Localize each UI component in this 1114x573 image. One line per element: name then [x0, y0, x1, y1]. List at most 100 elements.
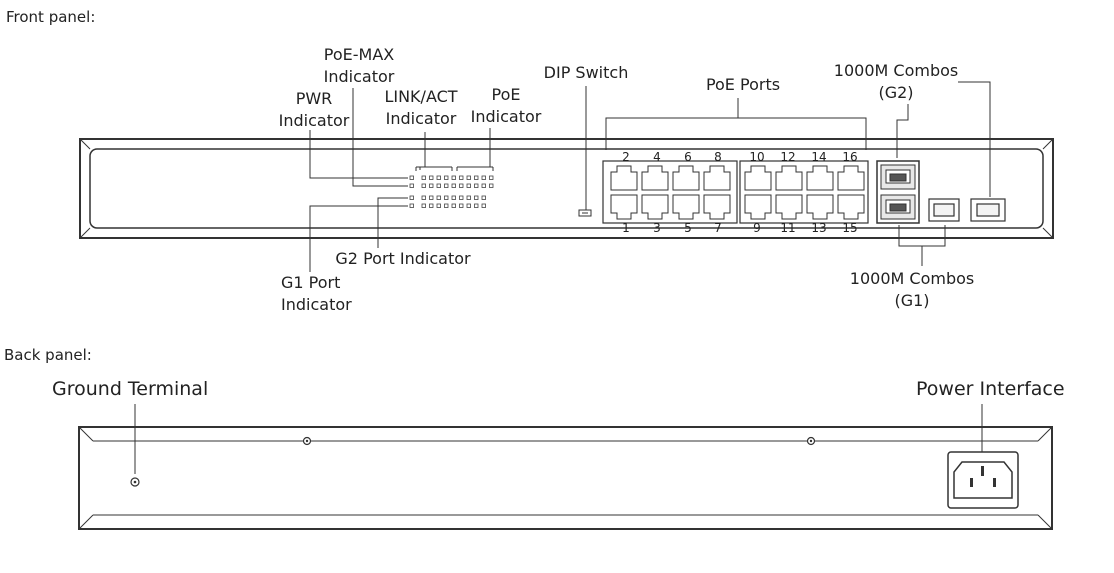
port-number-bottom: 5 — [684, 221, 692, 235]
port-number-top: 10 — [749, 150, 764, 164]
poe-max-line1: PoE-MAX — [323, 45, 395, 64]
power-socket-icon — [953, 461, 1013, 499]
led-indicator — [466, 175, 471, 180]
combos-g2-label: 1000M Combos (G2) — [826, 60, 966, 104]
led-indicator — [459, 203, 464, 208]
sfp-ports — [928, 198, 1006, 222]
led-indicator — [409, 195, 414, 200]
led-indicator — [436, 175, 441, 180]
g2-port-indicator-label: G2 Port Indicator — [335, 249, 471, 268]
poe-max-line2: Indicator — [323, 67, 395, 86]
led-indicator — [436, 203, 441, 208]
led-indicator — [481, 175, 486, 180]
led-indicator — [429, 203, 434, 208]
rj45-ports — [610, 165, 865, 220]
g1-port-line2: Indicator — [281, 295, 352, 314]
led-indicator — [429, 195, 434, 200]
port-number-top: 6 — [684, 150, 692, 164]
combos-g1-line1: 1000M Combos — [849, 269, 975, 288]
rj45-port — [775, 194, 803, 220]
led-indicator — [429, 175, 434, 180]
led-indicator — [436, 195, 441, 200]
back-panel-outer — [78, 426, 1053, 530]
front-callout-lines — [309, 81, 991, 272]
led-indicator — [436, 183, 441, 188]
combos-g1-label: 1000M Combos (G1) — [842, 268, 982, 312]
rj45-port — [806, 165, 834, 191]
port-number-bottom: 7 — [714, 221, 722, 235]
combos-g2-line1: 1000M Combos — [833, 61, 959, 80]
led-indicator — [481, 183, 486, 188]
rj45-port — [641, 165, 669, 191]
led-indicator — [481, 195, 486, 200]
poe-port-block — [602, 160, 869, 224]
power-interface-label: Power Interface — [916, 378, 1065, 400]
poe-line1: PoE — [491, 85, 521, 104]
port-number-bottom: 9 — [753, 221, 761, 235]
led-indicator — [489, 183, 494, 188]
pwr-line2: Indicator — [278, 111, 350, 130]
led-indicator — [474, 203, 479, 208]
rj45-port — [837, 165, 865, 191]
back-panel-heading: Back panel: — [4, 346, 92, 364]
led-indicator — [489, 175, 494, 180]
led-indicator — [421, 183, 426, 188]
rj45-port — [744, 194, 772, 220]
link-act-line2: Indicator — [385, 109, 457, 128]
rj45-port — [806, 194, 834, 220]
led-indicator — [474, 183, 479, 188]
poe-line2: Indicator — [470, 107, 542, 126]
port-number-top: 12 — [780, 150, 795, 164]
led-indicator — [474, 195, 479, 200]
port-number-top: 4 — [653, 150, 661, 164]
rj45-port — [610, 194, 638, 220]
led-indicator — [451, 175, 456, 180]
dip-switch-label: DIP Switch — [543, 63, 629, 82]
led-indicator — [459, 183, 464, 188]
port-number-top: 14 — [811, 150, 826, 164]
combo-rj45-ports — [876, 160, 920, 224]
led-indicator — [444, 203, 449, 208]
rj45-port — [641, 194, 669, 220]
rj45-port — [672, 194, 700, 220]
port-number-bottom: 11 — [780, 221, 795, 235]
led-indicator — [409, 183, 414, 188]
ground-terminal-label: Ground Terminal — [52, 378, 209, 400]
front-panel-inner — [89, 148, 1044, 229]
led-indicator — [451, 183, 456, 188]
port-number-bottom: 3 — [653, 221, 661, 235]
led-indicator — [429, 183, 434, 188]
rj45-port — [703, 165, 731, 191]
led-indicator — [444, 195, 449, 200]
combos-g2-line2: (G2) — [878, 83, 914, 102]
port-number-top: 2 — [622, 150, 630, 164]
led-indicator — [444, 175, 449, 180]
led-indicator — [474, 175, 479, 180]
g1-port-line1: G1 Port — [281, 273, 341, 292]
back-panel — [78, 404, 1053, 530]
poe-max-indicator-label: PoE-MAX Indicator — [316, 44, 402, 88]
port-number-top: 16 — [842, 150, 857, 164]
led-indicator — [421, 175, 426, 180]
led-indicator — [466, 183, 471, 188]
led-indicator — [421, 195, 426, 200]
port-number-bottom: 15 — [842, 221, 857, 235]
led-indicator — [451, 203, 456, 208]
led-indicator — [451, 195, 456, 200]
rj45-port — [837, 194, 865, 220]
led-indicator — [421, 203, 426, 208]
rj45-port — [610, 165, 638, 191]
combos-g1-line2: (G1) — [894, 291, 930, 310]
link-act-line1: LINK/ACT — [384, 87, 458, 106]
led-indicator — [481, 203, 486, 208]
link-act-indicator-label: LINK/ACT Indicator — [378, 86, 464, 130]
rj45-port — [672, 165, 700, 191]
front-panel-heading: Front panel: — [6, 8, 96, 26]
rj45-port — [703, 194, 731, 220]
led-indicator — [459, 195, 464, 200]
rj45-port — [744, 165, 772, 191]
rj45-port — [775, 165, 803, 191]
led-indicator — [459, 175, 464, 180]
